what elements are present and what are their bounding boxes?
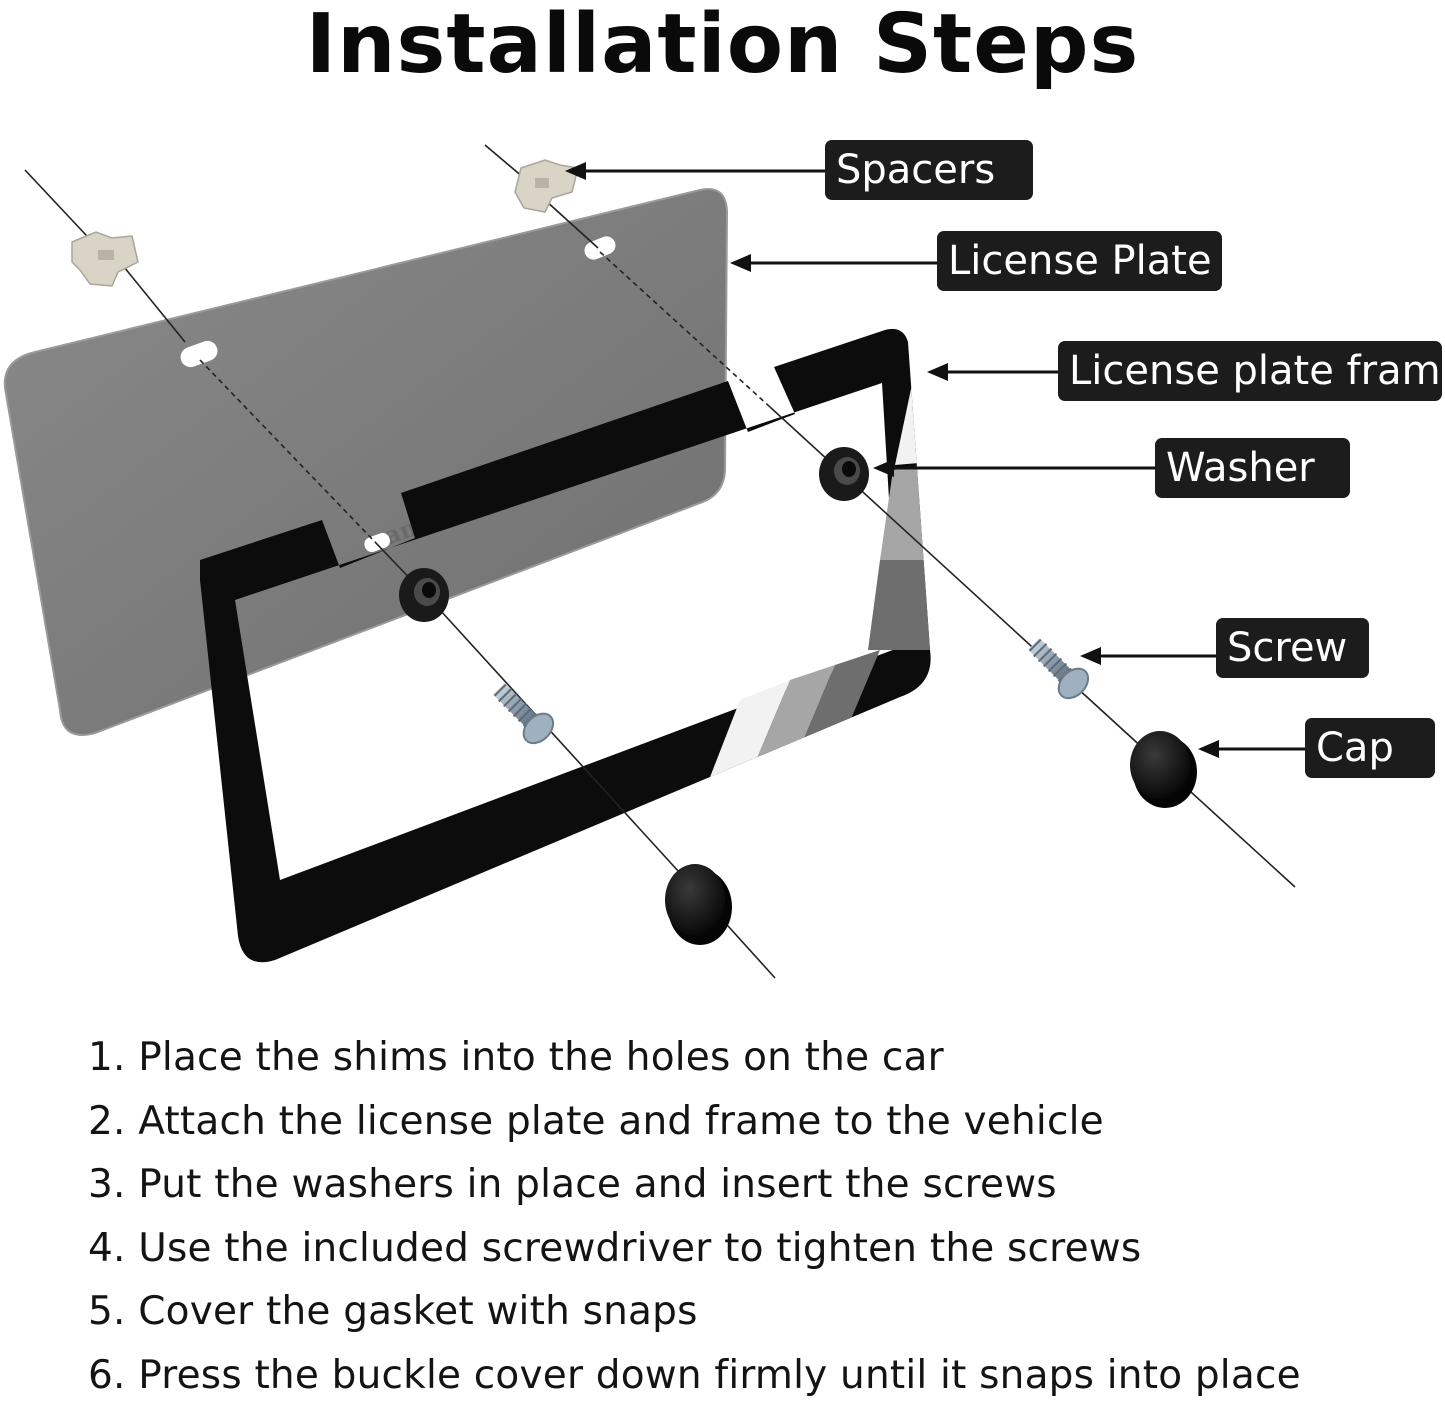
step-3: 3. Put the washers in place and insert t…	[88, 1153, 1301, 1217]
washer-left-graphic	[399, 568, 449, 622]
spacer-right-graphic	[515, 160, 578, 212]
step-1: 1. Place the shims into the holes on the…	[88, 1026, 1301, 1090]
washer-right-graphic	[819, 447, 869, 501]
spacer-left-graphic	[72, 232, 138, 286]
label-license-plate-frame: License plate frame	[1058, 341, 1442, 401]
step-4: 4. Use the included screwdriver to tight…	[88, 1217, 1301, 1281]
label-washer: Washer	[1155, 438, 1350, 498]
step-2: 2. Attach the license plate and frame to…	[88, 1090, 1301, 1154]
exploded-assembly-diagram: amlkibo	[0, 0, 1445, 1000]
step-6: 6. Press the buckle cover down firmly un…	[88, 1344, 1301, 1407]
screw-left-graphic	[487, 677, 559, 749]
cap-left-graphic	[665, 864, 732, 945]
cap-right-graphic	[1130, 731, 1197, 808]
label-cap: Cap	[1305, 718, 1435, 778]
installation-steps-list: 1. Place the shims into the holes on the…	[88, 1026, 1301, 1407]
label-spacers: Spacers	[825, 140, 1033, 200]
label-screw: Screw	[1216, 618, 1369, 678]
label-license-plate: License Plate	[937, 231, 1222, 291]
step-5: 5. Cover the gasket with snaps	[88, 1280, 1301, 1344]
